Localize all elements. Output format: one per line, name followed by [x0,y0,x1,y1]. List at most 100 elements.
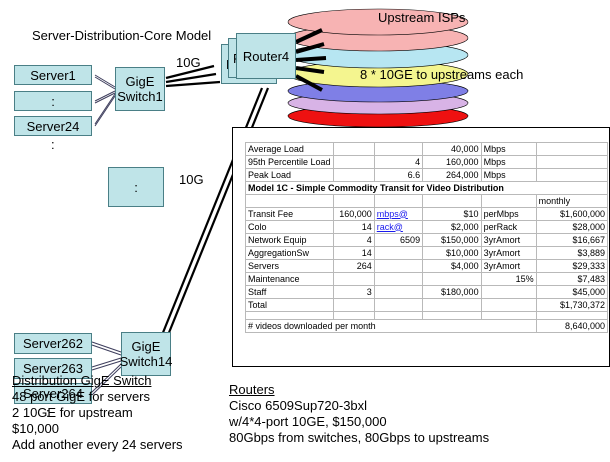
table-cell: Average Load [245,142,334,156]
table-cell: 4 [373,155,424,169]
switch-notes-line: Add another every 24 servers [12,437,183,452]
switch-notes-line: $10,000 [12,421,59,436]
model-title: Model 1C - Simple Commodity Transit for … [245,181,608,195]
table-cell: 3 [332,285,375,299]
table-cell: 14 [332,220,375,234]
server-bottom-links [91,341,122,396]
gige-switch1: GigE Switch1 [115,67,165,111]
model-header: Model 1C - Simple Commodity Transit for … [245,181,609,208]
router-upstream-links [295,28,327,92]
router-notes-heading: Routers [229,382,275,397]
table-cell [373,285,424,299]
link-10g-label-mid: 10G [179,172,204,187]
table-cell: $10 [422,207,482,221]
table-cell: $180,000 [422,285,482,299]
table-cell [332,142,375,156]
table-cell: perRack [480,220,537,234]
server-node: : [14,91,92,111]
switch-label: GigE Switch1 [117,74,163,104]
middle-switch-placeholder: : [108,167,164,207]
switch-notes-heading: Distribution GigE Switch [12,373,152,388]
totals: Total $1,730,372 # videos downloaded per… [245,298,609,333]
server-label: : [51,93,55,109]
servers-bottom-ellipsis: : [46,405,50,420]
router-label: Router4 [242,48,290,64]
server-top-links [94,74,116,127]
table-cell [535,155,609,169]
videos-value: 8,640,000 [535,319,609,333]
table-cell [332,155,375,169]
table-cell: Peak Load [245,168,334,182]
diagram-title: Server-Distribution-Core Model [32,28,212,43]
switch-label: GigE Switch14 [119,339,173,369]
server-node: Server263 [14,358,92,379]
table-cell: 40,000 [422,142,482,156]
table-cell: AggregationSw [245,246,334,260]
switch1-uplinks [165,64,221,88]
placeholder-label: : [134,179,138,195]
table-cell [332,168,375,182]
table-cell [535,168,609,182]
upstream-capacity-label: 8 * 10GE to upstreams each [360,67,524,82]
table-cell: 14 [332,246,375,260]
table-cell: Maintenance [245,272,334,286]
switch-notes-line: 48 port GigE for servers [12,389,150,404]
videos-label: # videos downloaded per month [245,319,537,333]
total-label: Total [245,298,334,312]
table-cell: 3yrAmort [480,259,537,273]
switch-notes-line: 2 10GE for upstream [12,405,133,420]
table-cell: 3yrAmort [480,246,537,260]
server-label: Server263 [23,361,83,376]
table-cell: 6.6 [373,168,424,182]
isp-ellipse-top [287,8,469,36]
table-cell: 3yrAmort [480,233,537,247]
monthly-header: monthly [535,194,609,208]
table-cell[interactable]: mbps@ [373,207,424,221]
table-cell: Staff [245,285,334,299]
table-cell: $16,667 [535,233,609,247]
upstream-isps-label: Upstream ISPs [378,10,466,25]
server-label: Server1 [30,67,76,83]
table-cell: $4,000 [422,259,482,273]
table-cell: $45,000 [535,285,609,299]
total-value: $1,730,372 [535,298,609,312]
router-notes-line: w/4*4-port 10GE, $150,000 [229,414,387,429]
table-cell: Colo [245,220,334,234]
table-cell [373,246,424,260]
table-cell: $3,889 [535,246,609,260]
server-label: Server264 [23,386,83,401]
table-cell: $10,000 [422,246,482,260]
table-cell [422,272,482,286]
gige-switch14: GigE Switch14 [119,332,173,376]
table-cell: perMbps [480,207,537,221]
table-cell: Mbps [480,168,537,182]
table-cell: 6509 [373,233,424,247]
table-cell: $1,600,000 [535,207,609,221]
table-cell: Servers [245,259,334,273]
table-cell[interactable]: rack@ [373,220,424,234]
table-cell: 160,000 [422,155,482,169]
table-cell: $150,000 [422,233,482,247]
table-cell: $29,333 [535,259,609,273]
router-node: Router4 [236,33,296,79]
table-cell: 160,000 [332,207,375,221]
table-cell: 264,000 [422,168,482,182]
table-cell: 95th Percentile Load [245,155,334,169]
table-cell: Network Equip [245,233,334,247]
table-cell [332,272,375,286]
server-node: Server24 [14,116,92,136]
table-cell: Transit Fee [245,207,334,221]
